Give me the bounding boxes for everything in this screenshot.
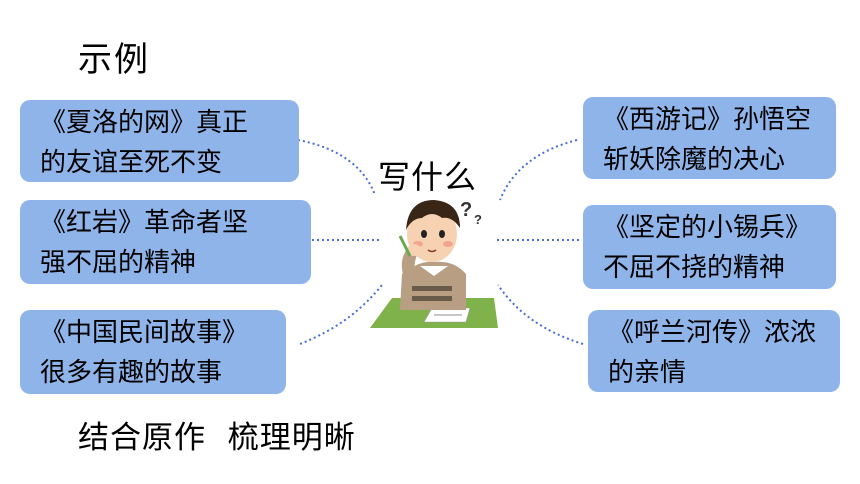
card-right-2-line2: 不屈不挠的精神 (603, 253, 786, 283)
card-left-1-line1: 《夏洛的网》真正 (40, 108, 249, 138)
card-right-3-line1: 《呼兰河传》浓浓 (608, 318, 817, 348)
card-left-3: 《中国民间故事》 很多有趣的故事 (20, 310, 286, 394)
card-right-2: 《坚定的小锡兵》 不屈不挠的精神 (583, 205, 836, 289)
card-left-2-line2: 强不屈的精神 (40, 248, 197, 278)
card-left-1: 《夏洛的网》真正 的友谊至死不变 (20, 100, 299, 182)
card-right-3-line2: 的亲情 (608, 358, 687, 388)
card-left-2-line1: 《红岩》革命者坚 (40, 208, 249, 238)
center-label: 写什么 (378, 158, 478, 196)
card-right-2-line1: 《坚定的小锡兵》 (603, 213, 812, 243)
connector-right-bottom (497, 284, 584, 345)
card-right-1-line1: 《西游记》孙悟空 (603, 105, 812, 135)
card-right-1-line2: 斩妖除魔的决心 (603, 145, 786, 175)
connector-left-top (297, 139, 376, 196)
connector-right-top (499, 139, 578, 201)
svg-text:?: ? (460, 199, 472, 221)
card-left-2: 《红岩》革命者坚 强不屈的精神 (20, 200, 311, 284)
card-left-3-line2: 很多有趣的故事 (40, 358, 223, 388)
thinking-boy-illustration: ? ? (370, 199, 498, 328)
card-right-3: 《呼兰河传》浓浓 的亲情 (588, 310, 840, 392)
connector-left-bottom (299, 284, 383, 345)
card-left-3-line1: 《中国民间故事》 (40, 318, 249, 348)
svg-text:?: ? (474, 212, 482, 227)
page-title: 示例 (78, 40, 150, 80)
card-left-1-line2: 的友谊至死不变 (40, 148, 223, 178)
card-right-1: 《西游记》孙悟空 斩妖除魔的决心 (583, 97, 836, 179)
footer-caption: 结合原作 梳理明晰 (78, 420, 356, 456)
